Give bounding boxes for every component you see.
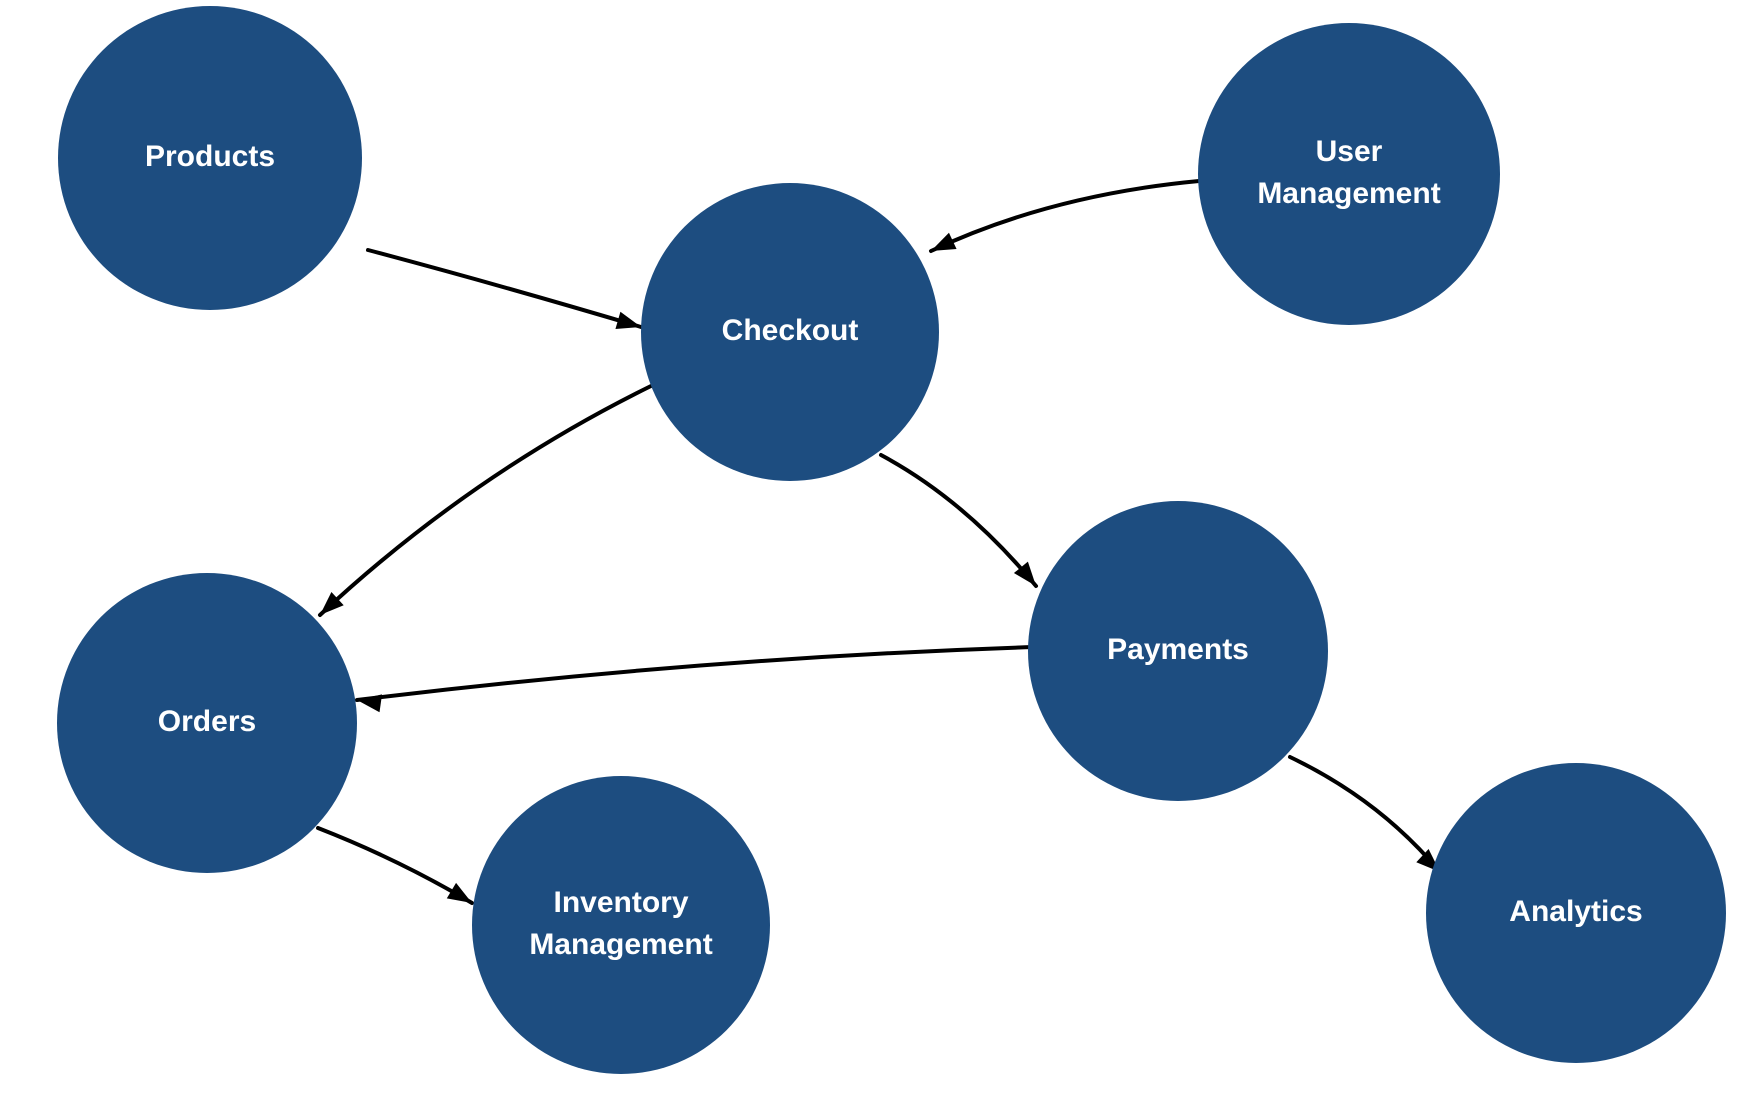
node-orders[interactable]: Orders [57, 573, 357, 873]
arrow-head-icon [615, 311, 641, 330]
arrow-head-icon [320, 592, 344, 615]
edge-checkout-to-orders [318, 384, 653, 617]
arrow-head-icon [357, 694, 383, 713]
edge-line [1288, 755, 1442, 874]
edge-payments-to-analytics [1288, 755, 1442, 874]
node-products[interactable]: Products [58, 6, 362, 310]
node-circle[interactable] [57, 573, 357, 873]
edge-line [366, 248, 643, 329]
node-label: Analytics [1509, 895, 1642, 928]
node-label: Products [145, 140, 275, 173]
node-checkout[interactable]: Checkout [641, 183, 939, 481]
node-label: User [1316, 135, 1383, 168]
edge-line [316, 826, 474, 905]
node-circle[interactable] [58, 6, 362, 310]
edge-line [318, 384, 653, 617]
node-analytics[interactable]: Analytics [1426, 763, 1726, 1063]
node-label: Management [529, 928, 712, 961]
edge-line [929, 179, 1201, 253]
edge-products-to-checkout [366, 248, 643, 330]
arrow-head-icon [1013, 561, 1036, 586]
edge-line [355, 645, 1036, 702]
node-circle[interactable] [1198, 23, 1500, 325]
edge-checkout-to-payments [879, 453, 1038, 588]
edge-orders-to-inventory [316, 826, 474, 905]
node-circle[interactable] [472, 776, 770, 1074]
node-label: Inventory [553, 886, 688, 919]
node-payments[interactable]: Payments [1028, 501, 1328, 801]
arrow-head-icon [931, 232, 957, 251]
edge-line [879, 453, 1038, 588]
node-label: Payments [1107, 633, 1249, 666]
node-circle[interactable] [1028, 501, 1328, 801]
node-circle[interactable] [1426, 763, 1726, 1063]
node-label: Management [1257, 177, 1440, 210]
edge-usermgmt-to-checkout [929, 179, 1201, 253]
arrow-head-icon [446, 882, 472, 903]
node-label: Orders [158, 705, 256, 738]
edges-layer [316, 179, 1442, 905]
edge-payments-to-orders [355, 645, 1036, 713]
node-circle[interactable] [641, 183, 939, 481]
node-label: Checkout [722, 314, 859, 347]
